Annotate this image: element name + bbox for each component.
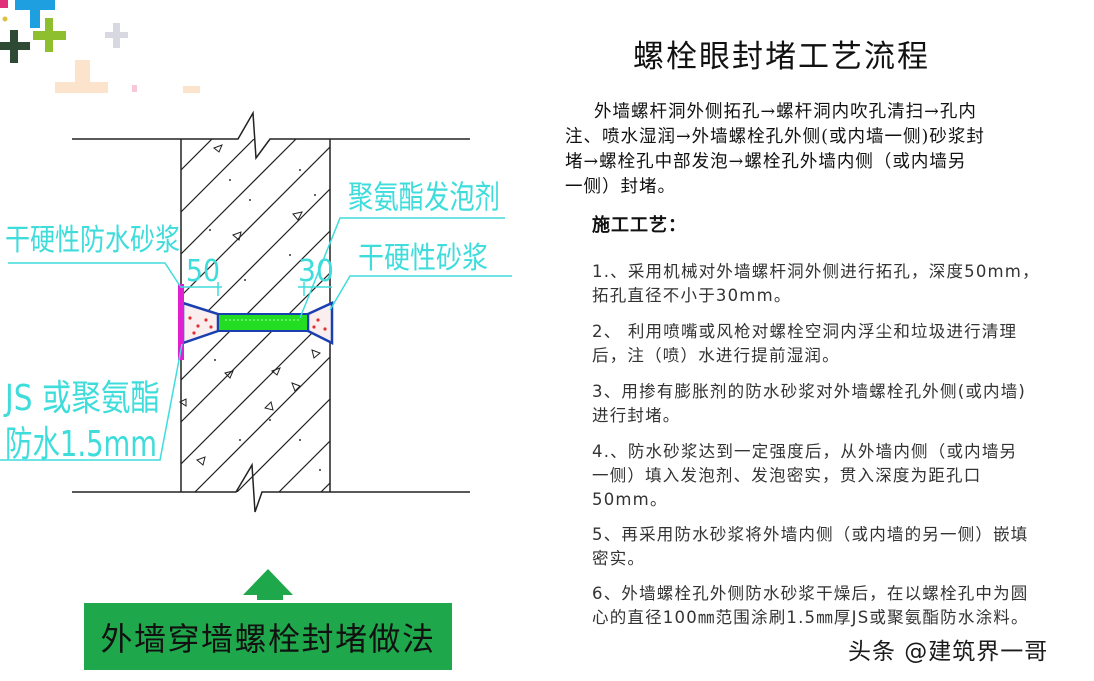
intro-line: 外墙螺杆洞外侧拓孔→螺杆洞内吹孔清扫→孔内 xyxy=(594,102,977,122)
decorative-crosses xyxy=(0,0,200,93)
dimension-50: 50 xyxy=(186,254,220,289)
step-item-3: 3、用掺有膨胀剂的防水砂浆对外墙螺栓孔外侧(或内墙) 进行封堵。 xyxy=(592,380,1087,428)
process-flow-paragraph: 外墙螺杆洞外侧拓孔→螺杆洞内吹孔清扫→孔内 注、喷水湿润→外墙螺栓孔外侧(或内墙… xyxy=(565,100,1035,200)
blue-cross-icon xyxy=(15,0,55,28)
step-line: 50mm。 xyxy=(592,490,668,509)
step-item-1: 1.、采用机械对外墙螺杆洞外侧进行拓孔，深度50mm， 拓孔直径不小于30mm。 xyxy=(592,260,1087,308)
cad-leaders xyxy=(0,217,512,461)
pu-foam-fill xyxy=(217,313,309,332)
step-line: 一侧）填入发泡剂、发泡密实，贯入深度为距孔口 xyxy=(592,466,982,485)
page-title: 螺栓眼封堵工艺流程 xyxy=(633,39,930,75)
peach-dot-icon xyxy=(183,86,200,93)
step-line: 进行封堵。 xyxy=(592,406,681,425)
step-line: 后，注（喷）水进行提前湿润。 xyxy=(592,346,840,365)
dimension-30: 30 xyxy=(298,254,334,289)
pink-dot-icon xyxy=(132,85,137,92)
intro-line: 一侧）封堵。 xyxy=(565,177,676,197)
peach-cross-icon xyxy=(55,60,108,93)
concrete-aggregate xyxy=(179,144,321,466)
step-line: 1.、采用机械对外墙螺杆洞外侧进行拓孔，深度50mm， xyxy=(592,262,1040,281)
watermark: 头条 @建筑界一哥 xyxy=(848,639,1049,665)
yellow-dot-icon xyxy=(2,16,8,22)
grey-cross-icon xyxy=(105,23,128,48)
label-coating-line1: JS 或聚氨酯 xyxy=(3,378,160,419)
step-item-6: 6、外墙螺栓孔外侧防水砂浆干燥后，在以螺栓孔中为圆 心的直径100㎜范围涂刷1.… xyxy=(592,582,1087,630)
step-line: 3、用掺有膨胀剂的防水砂浆对外墙螺栓孔外侧(或内墙) xyxy=(592,382,1027,401)
inner-mortar-plug xyxy=(306,301,334,346)
step-line: 拓孔直径不小于30mm。 xyxy=(592,286,792,305)
step-line: 6、外墙螺栓孔外侧防水砂浆干燥后，在以螺栓孔中为圆 xyxy=(592,584,1029,603)
intro-line: 堵→螺栓孔中部发泡→螺栓孔外墙内侧（或内墙另 xyxy=(565,152,967,172)
step-item-2: 2、 利用喷嘴或风枪对螺栓空洞内浮尘和垃圾进行清理 后，注（喷）水进行提前湿润。 xyxy=(592,320,1087,368)
label-coating-line2: 防水1.5mm xyxy=(5,424,157,465)
label-dry-mortar: 干硬性砂浆 xyxy=(358,241,488,276)
magenta-square-icon xyxy=(0,0,8,8)
bolt-hole-section-diagram: 干硬性防水砂浆 50 30 聚氨酯发泡剂 干硬性砂浆 JS 或聚氨酯 防水1.5… xyxy=(0,110,512,600)
step-line: 4.、防水砂浆达到一定强度后，从外墙内侧（或内墙另 xyxy=(592,442,1018,461)
olive-cross-icon xyxy=(33,18,66,52)
bolt-hole xyxy=(178,284,334,360)
outer-mortar-plug xyxy=(181,301,220,345)
step-line: 密实。 xyxy=(592,549,646,568)
diagram-caption-box: 外墙穿墙螺栓封堵做法 xyxy=(84,603,452,670)
step-item-4: 4.、防水砂浆达到一定强度后，从外墙内侧（或内墙另 一侧）填入发泡剂、发泡密实，… xyxy=(592,440,1087,512)
concrete-dots xyxy=(209,169,321,471)
label-pu-foam: 聚氨酯发泡剂 xyxy=(348,178,500,216)
js-coating-layer xyxy=(178,284,184,360)
darkgreen-cross-icon xyxy=(0,30,30,63)
up-arrow-icon xyxy=(243,569,293,600)
step-line: 5、再采用防水砂浆将外墙内侧（或内墙的另一侧）嵌填 xyxy=(592,525,1029,544)
section-heading: 施工工艺： xyxy=(592,215,687,236)
step-line: 心的直径100㎜范围涂刷1.5㎜厚JS或聚氨酯防水涂料。 xyxy=(592,608,1029,627)
step-line: 2、 利用喷嘴或风枪对螺栓空洞内浮尘和垃圾进行清理 xyxy=(592,322,1018,341)
label-dry-waterproof-mortar: 干硬性防水砂浆 xyxy=(5,223,180,258)
step-item-5: 5、再采用防水砂浆将外墙内侧（或内墙的另一侧）嵌填 密实。 xyxy=(592,523,1087,571)
diagram-caption: 外墙穿墙螺栓封堵做法 xyxy=(100,619,436,658)
intro-line: 注、喷水湿润→外墙螺栓孔外侧(或内墙一侧)砂浆封 xyxy=(565,127,985,147)
